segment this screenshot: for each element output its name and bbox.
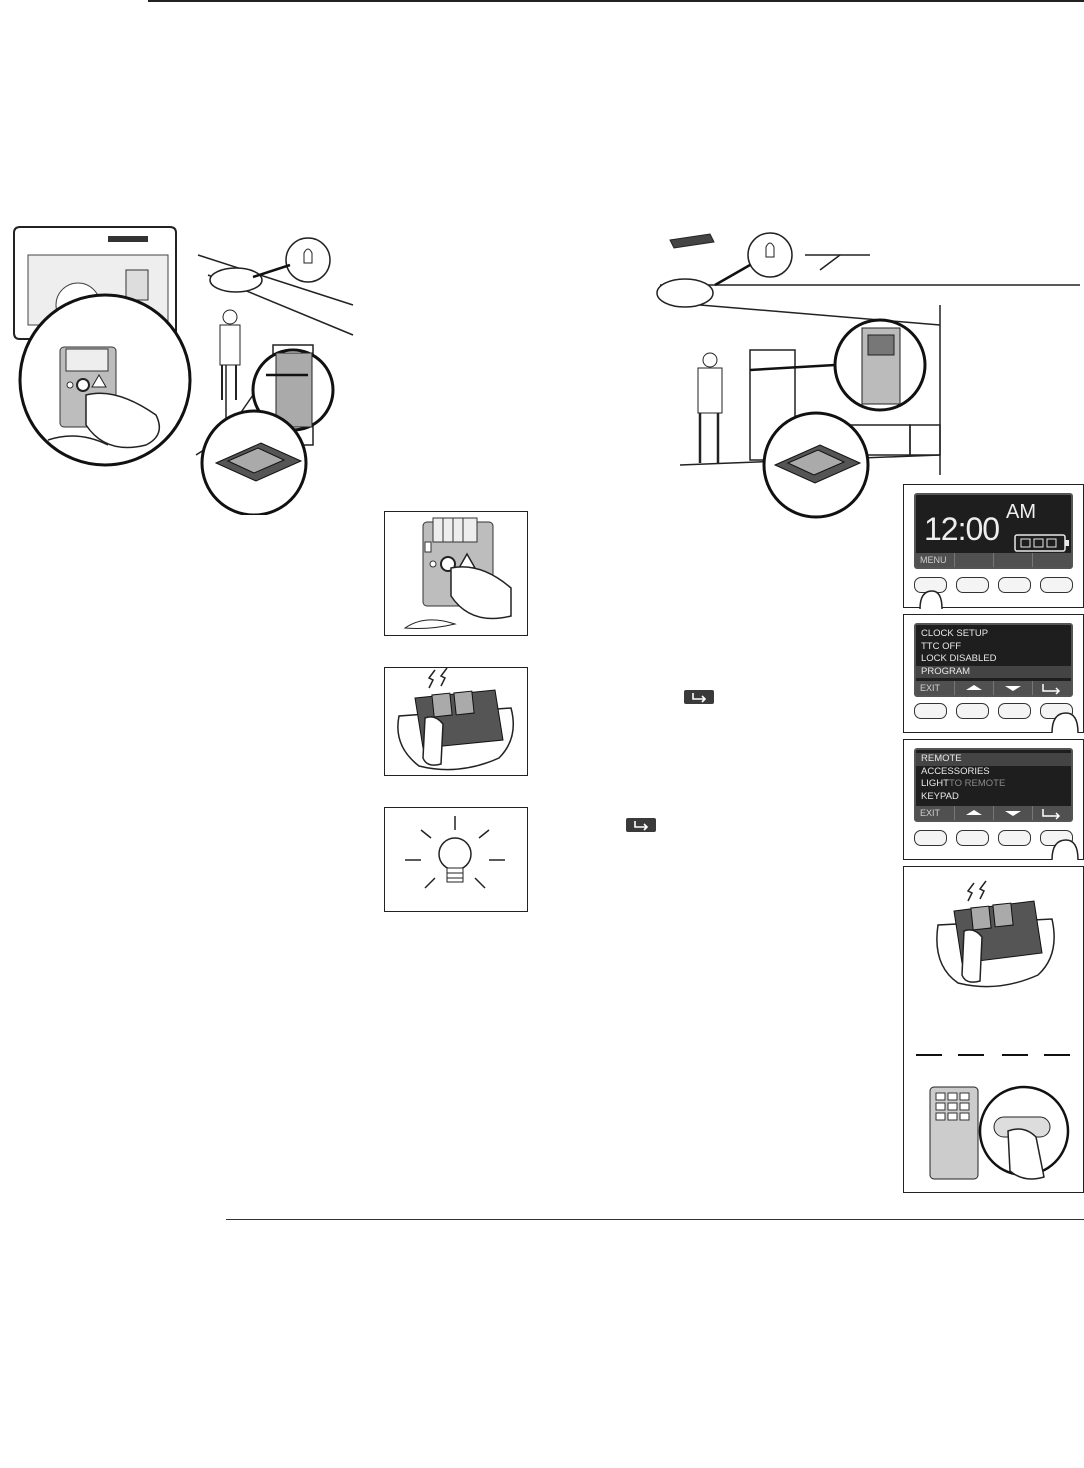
enter-arrow-icon (1033, 681, 1071, 695)
enter-arrow-icon (1033, 806, 1071, 820)
bottom-rule (226, 1219, 1084, 1220)
remote-press-image (924, 877, 1064, 997)
top-rule (148, 0, 1084, 2)
clock-meridiem: AM (1006, 501, 1036, 523)
up-hardware-button[interactable] (956, 703, 989, 719)
door-control-illustration (640, 225, 1084, 520)
menu-line-light-label: LIGHT (921, 778, 949, 790)
menu-line-lock: LOCK DISABLED (921, 653, 997, 665)
clock-time: 12:00 (924, 511, 1000, 547)
finger-press-icon (1048, 834, 1082, 860)
light-blink-step-image (384, 807, 528, 912)
exit-hardware-button[interactable] (914, 830, 947, 846)
softkey-menu: MENU (916, 553, 955, 567)
finger-press-icon (1048, 707, 1082, 733)
menu-line-ghost-text: TO REMOTE (948, 778, 1006, 790)
remote-press-step-image (384, 667, 528, 776)
enter-arrow-icon (684, 690, 714, 704)
up-hardware-button[interactable] (956, 830, 989, 846)
softkey-blank-2 (955, 553, 994, 567)
up-arrow-icon (955, 681, 994, 695)
hardware-buttons (914, 577, 1073, 593)
menu-line-accessories: ACCESSORIES (921, 765, 990, 777)
down-hardware-button[interactable] (998, 830, 1031, 846)
softkey-bar: EXIT (916, 806, 1071, 820)
down-hardware-button[interactable] (998, 703, 1031, 719)
lcd-panel-program: REMOTE ACCESSORIES LIGHTTO REMOTE KEYPAD… (903, 739, 1084, 860)
down-arrow-icon (994, 806, 1033, 820)
lcd-screen: REMOTE ACCESSORIES LIGHTTO REMOTE KEYPAD… (914, 748, 1073, 822)
up-arrow-icon (955, 806, 994, 820)
learn-button-step-image (384, 511, 528, 636)
battery-icon (1014, 533, 1071, 553)
softkey-bar: MENU (916, 553, 1071, 567)
hardware-button-2[interactable] (956, 577, 989, 593)
down-arrow-icon (994, 681, 1033, 695)
hardware-button-4[interactable] (1040, 577, 1073, 593)
finger-press-icon (916, 585, 946, 609)
remote-keypad-panel (903, 866, 1084, 1193)
lcd-panel-clock: 12:00 AM MENU (903, 484, 1084, 609)
softkey-exit: EXIT (916, 681, 955, 695)
menu-line-program: PROGRAM (916, 665, 1071, 679)
menu-line-clock-setup: CLOCK SETUP (921, 628, 989, 639)
menu-line-light: LIGHTTO REMOTE (916, 778, 1071, 791)
softkey-exit: EXIT (916, 806, 955, 820)
exit-hardware-button[interactable] (914, 703, 947, 719)
menu-line-remote: REMOTE (916, 753, 1071, 766)
lcd-screen: 12:00 AM MENU (914, 493, 1073, 569)
code-entry-dashes (916, 1053, 1072, 1057)
lcd-screen: CLOCK SETUP TTC OFF LOCK DISABLED PROGRA… (914, 623, 1073, 697)
softkey-blank-4 (1033, 553, 1071, 567)
opener-learn-button-illustration (8, 225, 358, 515)
softkey-blank-3 (994, 553, 1033, 567)
hardware-button-3[interactable] (998, 577, 1031, 593)
menu-line-ttc: TTC OFF (921, 640, 962, 652)
menu-line-keypad: KEYPAD (921, 790, 959, 802)
softkey-bar: EXIT (916, 681, 1071, 695)
keypad-press-image (924, 1077, 1074, 1187)
enter-arrow-icon (626, 818, 656, 832)
lcd-panel-menu: CLOCK SETUP TTC OFF LOCK DISABLED PROGRA… (903, 614, 1084, 733)
